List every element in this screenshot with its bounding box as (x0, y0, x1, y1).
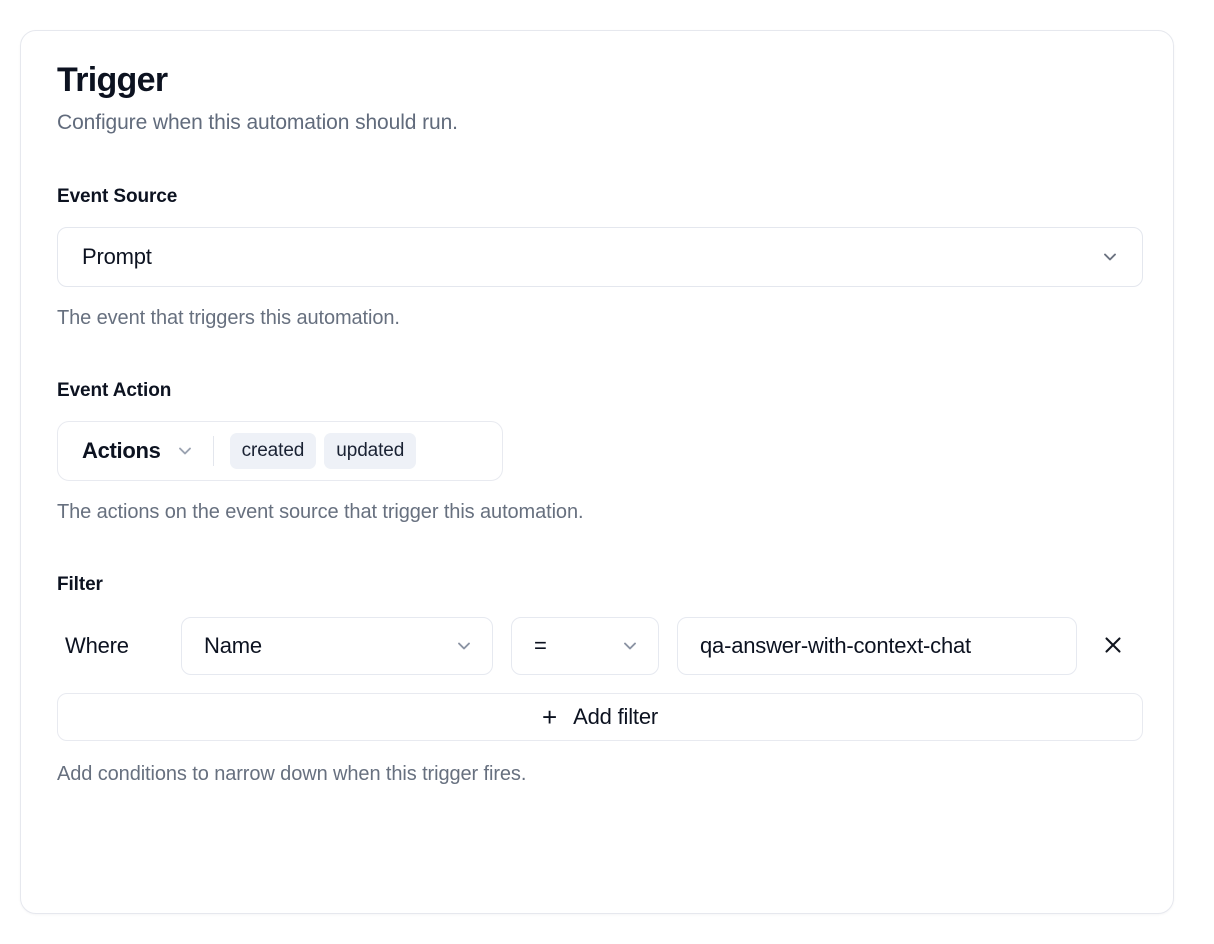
add-filter-button[interactable]: + Add filter (57, 693, 1143, 741)
event-action-combo: Actions created updated (57, 421, 503, 481)
filter-field-value: Name (204, 633, 262, 658)
action-chip-created[interactable]: created (229, 433, 317, 469)
chevron-down-icon (175, 441, 195, 461)
event-source-help: The event that triggers this automation. (57, 307, 400, 329)
chevron-down-icon (454, 636, 474, 656)
filter-section: Filter Where Name = (57, 573, 1143, 787)
filter-value-input[interactable]: qa-answer-with-context-chat (677, 617, 1077, 675)
event-action-section: Event Action Actions created updated The (57, 379, 1137, 525)
event-source-value: Prompt (82, 244, 152, 269)
chevron-down-icon (620, 636, 640, 656)
chevron-down-icon (1100, 247, 1120, 267)
event-source-label: Event Source (57, 186, 178, 207)
action-chip-updated[interactable]: updated (324, 433, 417, 469)
filter-label: Filter (57, 574, 103, 595)
filter-operator-value: = (534, 633, 547, 658)
add-filter-label: Add filter (573, 704, 658, 729)
close-icon (1102, 634, 1124, 659)
filter-row: Where Name = (57, 617, 1137, 675)
event-action-label: Event Action (57, 380, 172, 401)
where-label: Where (65, 633, 129, 658)
filter-value-text: qa-answer-with-context-chat (700, 633, 971, 658)
combo-divider (212, 436, 214, 466)
actions-dropdown-label: Actions (82, 438, 161, 463)
plus-icon: + (541, 702, 558, 732)
filter-field-select[interactable]: Name (181, 617, 493, 675)
filter-operator-select[interactable]: = (511, 617, 659, 675)
filter-help: Add conditions to narrow down when this … (57, 763, 527, 785)
trigger-card: Trigger Configure when this automation s… (20, 30, 1174, 914)
event-source-section: Event Source Prompt The event that trigg… (57, 185, 1143, 331)
event-action-help: The actions on the event source that tri… (57, 501, 584, 523)
action-chip-list: created updated (229, 433, 417, 469)
remove-filter-button[interactable] (1093, 626, 1133, 666)
actions-dropdown-button[interactable]: Actions (82, 438, 195, 464)
event-source-select[interactable]: Prompt (57, 227, 1143, 287)
page-title: Trigger (57, 61, 168, 99)
page-subtitle: Configure when this automation should ru… (57, 111, 458, 134)
